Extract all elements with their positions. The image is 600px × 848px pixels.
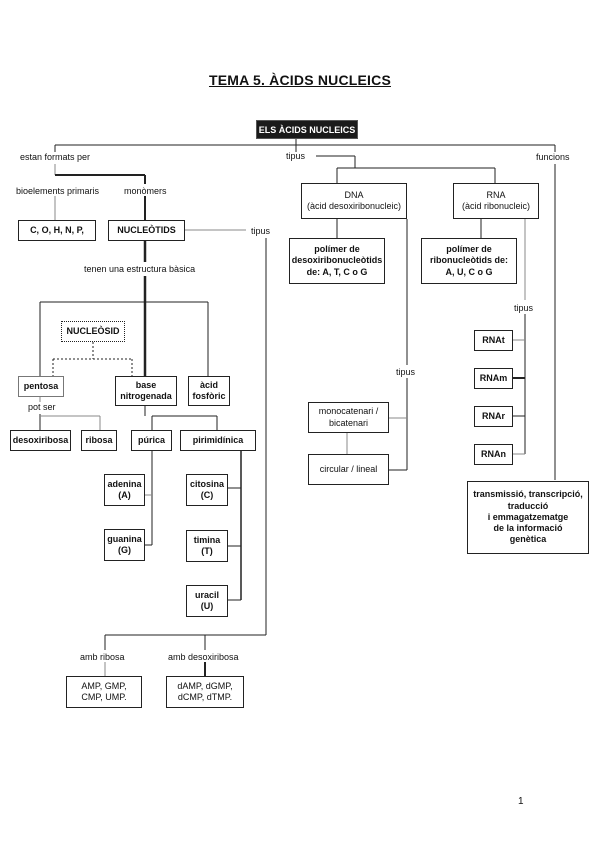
box-rnan: RNAn: [474, 444, 513, 465]
page-number: 1: [518, 796, 524, 807]
box-nucleosid: NUCLEÒSID: [61, 321, 125, 342]
box-rnam: RNAm: [474, 368, 513, 389]
box-pentosa: pentosa: [18, 376, 64, 397]
box-rnar: RNAr: [474, 406, 513, 427]
box-nucleotids: NUCLEÒTIDS: [108, 220, 185, 241]
label-funcions: funcions: [536, 152, 570, 162]
box-uracil: uracil(U): [186, 585, 228, 617]
label-amb-ribosa: amb ribosa: [80, 652, 125, 662]
box-timina: timina(T): [186, 530, 228, 562]
label-bioelements: bioelements primaris: [16, 186, 100, 196]
label-formats: estan formats per: [20, 152, 91, 162]
box-elements: C, O, H, N, P,: [18, 220, 96, 241]
label-estructura: tenen una estructura bàsica: [84, 264, 196, 274]
box-monocatenari: monocatenari /bicatenari: [308, 402, 389, 433]
box-ribosa: ribosa: [81, 430, 117, 451]
box-desoxiribosa: desoxiribosa: [10, 430, 71, 451]
box-circular: circular / lineal: [308, 454, 389, 485]
box-citosina: citosina(C): [186, 474, 228, 506]
label-pot-ser: pot ser: [28, 402, 56, 412]
label-tipus-nucleotids: tipus: [251, 226, 271, 236]
box-purica: púrica: [131, 430, 172, 451]
label-tipus-rna: tipus: [514, 303, 534, 313]
box-rnat: RNAt: [474, 330, 513, 351]
box-desoxi-nucleotids: dAMP, dGMP,dCMP, dTMP.: [166, 676, 244, 708]
root-concept: ELS ÀCIDS NUCLEICS: [256, 120, 358, 139]
box-adenina: adenina(A): [104, 474, 145, 506]
label-tipus-dna: tipus: [396, 367, 416, 377]
box-guanina: guanina(G): [104, 529, 145, 561]
box-pirimidinica: pirimidínica: [180, 430, 256, 451]
label-amb-desoxiribosa: amb desoxiribosa: [168, 652, 239, 662]
box-rna: RNA(àcid ribonucleic): [453, 183, 539, 219]
page-title: TEMA 5. ÀCIDS NUCLEICS: [208, 72, 391, 88]
label-monomers: monòmers: [124, 186, 167, 196]
box-dna: DNA(àcid desoxiribonucleic): [301, 183, 407, 219]
label-tipus-main: tipus: [286, 151, 306, 161]
box-ribo-nucleotids: AMP, GMP,CMP, UMP.: [66, 676, 142, 708]
